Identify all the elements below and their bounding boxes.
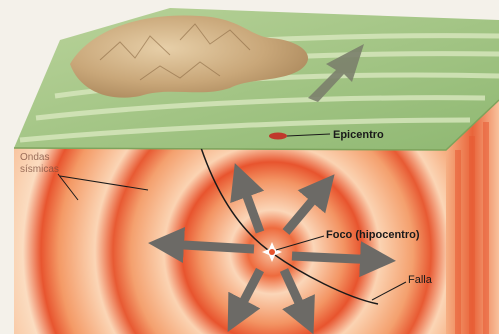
arrow-left-icon xyxy=(166,244,254,249)
label-epicenter: Epicentro xyxy=(333,129,384,141)
block-front-face xyxy=(14,148,446,334)
arrow-right-icon xyxy=(292,256,378,260)
label-focus: Foco (hipocentro) xyxy=(326,229,420,241)
epicenter-marker xyxy=(269,133,287,140)
label-fault: Falla xyxy=(408,274,433,286)
